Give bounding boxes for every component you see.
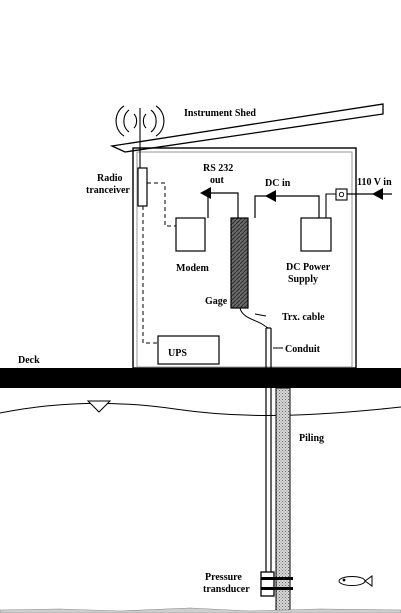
modem-label: Modem	[176, 263, 209, 274]
transducer-band-top	[261, 577, 293, 580]
outlet-to-supply-wire	[325, 193, 336, 218]
rs232-arrow	[200, 187, 211, 199]
dc-power-supply-box	[300, 217, 332, 252]
dc-power-label-line1: DC Power	[286, 262, 331, 273]
volts-in-label: 110 V in	[357, 177, 392, 188]
antenna-icon	[115, 105, 165, 168]
transducer-band-bottom	[261, 587, 293, 590]
fish-icon	[338, 575, 373, 587]
shed-wall-inner	[136, 151, 353, 368]
dc-in-cable	[254, 195, 320, 218]
gage-label: Gage	[205, 296, 228, 307]
dc-power-label-line2: Supply	[288, 274, 318, 285]
radio-label-line1: Radio	[97, 173, 123, 184]
dc-in-label: DC in	[265, 178, 291, 189]
instrument-shed-label: Instrument Shed	[184, 108, 256, 119]
radio-ups-wire	[142, 206, 158, 344]
piling	[275, 387, 291, 613]
sea-floor	[0, 607, 401, 613]
outlet-icon	[335, 188, 348, 201]
pressure-label-line2: transducer	[203, 584, 250, 595]
rs232-cable	[207, 192, 239, 218]
ups-box	[157, 335, 220, 365]
trx-cable-label: Trx. cable	[282, 312, 325, 323]
pressure-transducer	[260, 571, 275, 597]
modem-box	[175, 217, 206, 252]
ups-label: UPS	[168, 348, 187, 359]
conduit-label: Conduit	[285, 344, 321, 355]
deck	[0, 368, 401, 388]
piling-label: Piling	[299, 433, 324, 444]
pressure-label-line1: Pressure	[205, 572, 242, 583]
water-surface	[0, 402, 401, 416]
deck-label: Deck	[18, 355, 40, 366]
rs232-label-line1: RS 232	[203, 163, 233, 174]
water-level-triangle-icon	[86, 400, 112, 413]
dc-in-arrow	[265, 190, 276, 202]
radio-modem-wire	[147, 182, 176, 227]
gage-box	[230, 217, 249, 309]
radio-label-line2: tranceiver	[86, 185, 130, 196]
mains-arrow	[372, 188, 383, 200]
rs232-label-line2: out	[210, 175, 225, 186]
shed-roof	[109, 103, 384, 153]
radio-tranceiver-box	[137, 167, 148, 207]
trx-cable	[239, 307, 269, 329]
